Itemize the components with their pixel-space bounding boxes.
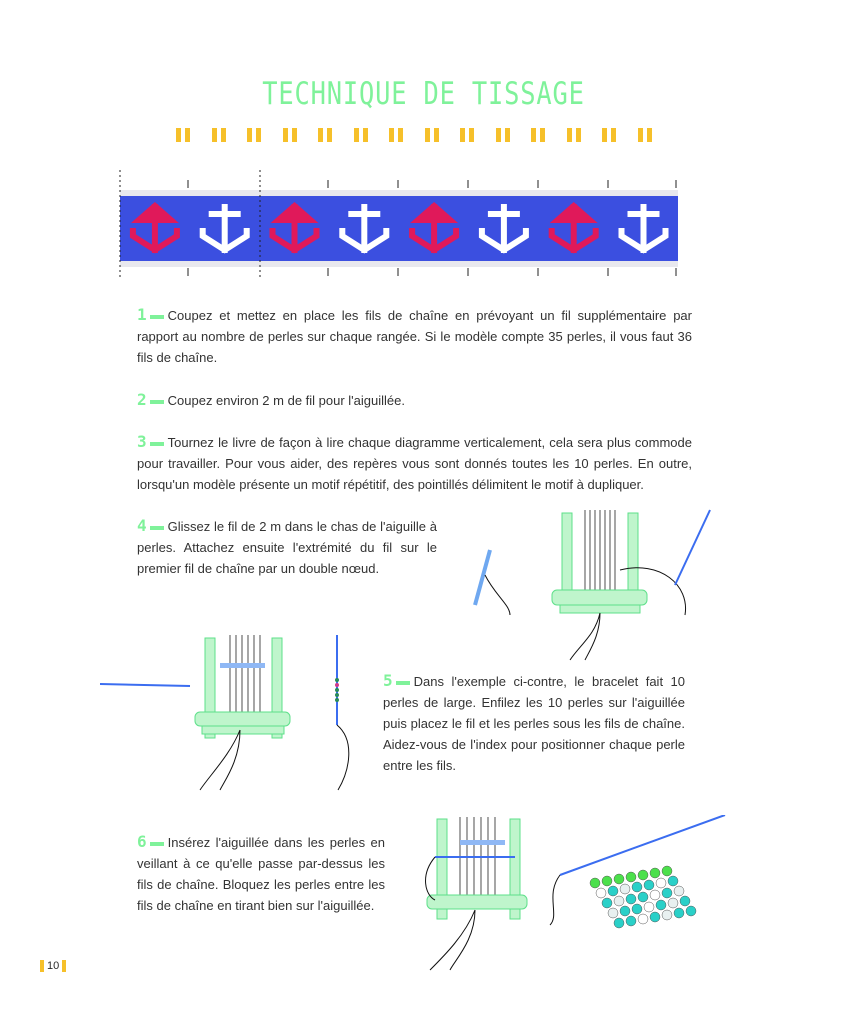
bead: [625, 871, 637, 883]
anchor-motif: [199, 204, 250, 254]
bead: [667, 897, 679, 909]
anchor-motif: [129, 202, 180, 254]
bead: [607, 885, 619, 897]
bead: [643, 879, 655, 891]
bead: [643, 901, 655, 913]
page-title: TECHNIQUE DE TISSAGE: [262, 76, 585, 112]
bead: [685, 905, 697, 917]
bead: [619, 905, 631, 917]
anchor-motif: [478, 204, 529, 254]
decorative-dashes: [176, 128, 652, 142]
bead: [667, 875, 679, 887]
anchor-motif: [409, 202, 460, 254]
anchor-motif: [269, 202, 320, 254]
anchor-motif: [548, 202, 599, 254]
bead: [661, 909, 673, 921]
bead: [595, 887, 607, 899]
loom-illustration-step-6: [425, 815, 726, 971]
bead: [607, 907, 619, 919]
bead: [655, 899, 667, 911]
anchor-bracelet-pattern: [119, 170, 678, 280]
page-number: 10: [40, 960, 67, 972]
bead: [679, 895, 691, 907]
bead: [673, 885, 685, 897]
bead: [601, 897, 613, 909]
anchor-motif: [618, 204, 669, 254]
bead: [637, 891, 649, 903]
bead: [589, 877, 601, 889]
bead: [625, 915, 637, 927]
loom-illustration-step-4: [473, 509, 711, 661]
bead: [625, 893, 637, 905]
bead: [613, 917, 625, 929]
bead: [601, 875, 613, 887]
bead: [619, 883, 631, 895]
bead: [637, 913, 649, 925]
bead: [655, 877, 667, 889]
bead: [649, 889, 661, 901]
bead: [613, 895, 625, 907]
bead: [649, 867, 661, 879]
bead: [661, 865, 673, 877]
bead: [661, 887, 673, 899]
bead: [673, 907, 685, 919]
loom-illustration-step-5: [100, 635, 350, 791]
bead: [649, 911, 661, 923]
bead: [631, 903, 643, 915]
bead: [613, 873, 625, 885]
bead: [637, 869, 649, 881]
anchor-motif: [339, 204, 390, 254]
bead: [631, 881, 643, 893]
